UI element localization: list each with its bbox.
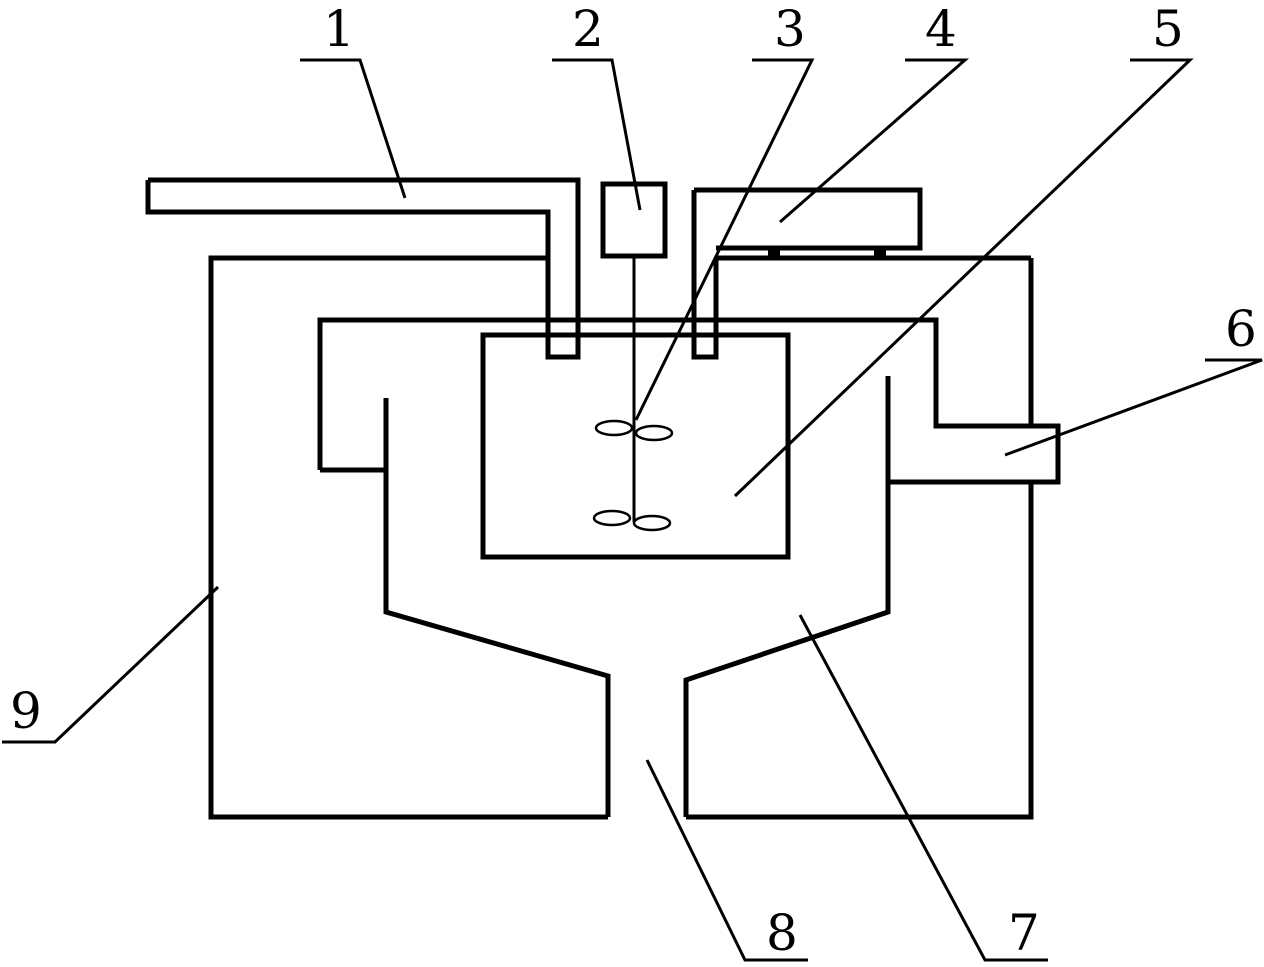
label-3: 3 — [774, 0, 806, 58]
motor-box — [600, 181, 668, 259]
label-4: 4 — [925, 0, 957, 58]
label-7: 7 — [1008, 904, 1040, 962]
label-9: 9 — [10, 682, 42, 740]
top-unit — [694, 187, 923, 258]
label-2: 2 — [572, 0, 604, 58]
feed-pipe — [145, 177, 581, 360]
label-8: 8 — [766, 904, 798, 962]
leader-lines — [2, 58, 1263, 962]
label-1: 1 — [323, 0, 355, 58]
label-6: 6 — [1225, 300, 1257, 358]
stirrer — [592, 256, 674, 532]
outer-housing — [208, 255, 1034, 820]
right-pipe — [691, 190, 719, 360]
collection-chamber — [317, 317, 1061, 817]
part-labels: 1 2 3 4 5 6 7 8 9 — [10, 0, 1257, 962]
label-5: 5 — [1152, 0, 1184, 58]
